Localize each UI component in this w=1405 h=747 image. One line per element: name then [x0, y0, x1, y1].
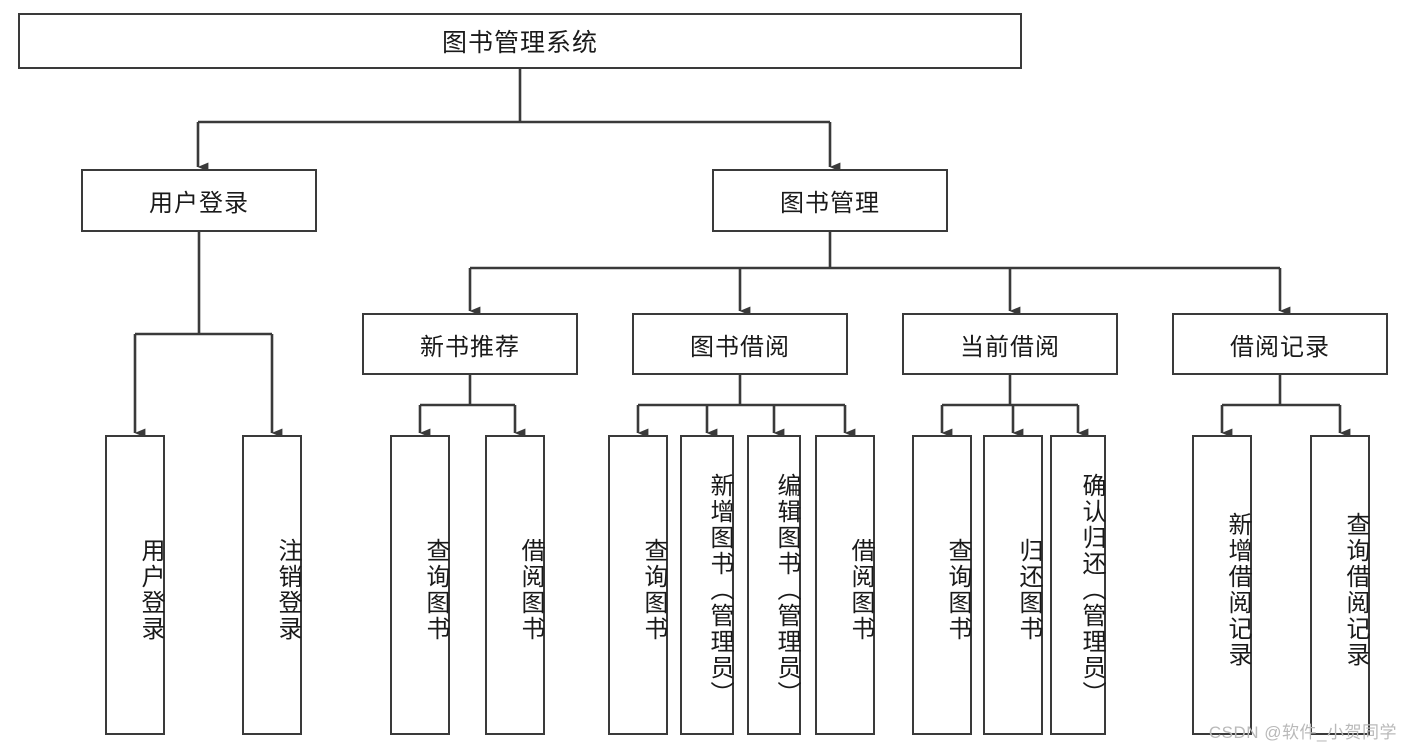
node-leaf-add-record-label: 新增借阅记录 [1224, 512, 1251, 668]
node-leaf-query-book-2-label: 查询图书 [640, 538, 667, 642]
node-leaf-add-book[interactable]: 新增图书（管理员） [680, 435, 734, 735]
node-leaf-confirm-return[interactable]: 确认归还（管理员） [1050, 435, 1106, 735]
node-leaf-query-record-label: 查询借阅记录 [1342, 512, 1369, 668]
node-borrow-record-label: 借阅记录 [1230, 333, 1330, 361]
node-root[interactable]: 图书管理系统 [18, 13, 1022, 69]
node-book-borrow-label: 图书借阅 [690, 333, 790, 361]
node-leaf-user-logout[interactable]: 注销登录 [242, 435, 302, 735]
node-leaf-user-login-label: 用户登录 [137, 538, 164, 642]
node-leaf-query-book-1[interactable]: 查询图书 [390, 435, 450, 735]
node-leaf-add-record[interactable]: 新增借阅记录 [1192, 435, 1252, 735]
node-user-login[interactable]: 用户登录 [81, 169, 317, 232]
node-leaf-query-record[interactable]: 查询借阅记录 [1310, 435, 1370, 735]
node-book-borrow[interactable]: 图书借阅 [632, 313, 848, 375]
node-leaf-confirm-return-label: 确认归还（管理员） [1078, 473, 1105, 707]
node-new-book-recommend-label: 新书推荐 [420, 333, 520, 361]
node-leaf-user-login[interactable]: 用户登录 [105, 435, 165, 735]
node-current-borrow[interactable]: 当前借阅 [902, 313, 1118, 375]
node-leaf-query-book-2[interactable]: 查询图书 [608, 435, 668, 735]
node-new-book-recommend[interactable]: 新书推荐 [362, 313, 578, 375]
node-current-borrow-label: 当前借阅 [960, 333, 1060, 361]
watermark: CSDN @软件_小贺同学 [1208, 723, 1397, 742]
node-leaf-query-book-3[interactable]: 查询图书 [912, 435, 972, 735]
node-leaf-edit-book-label: 编辑图书（管理员） [773, 473, 800, 707]
node-leaf-borrow-book-1[interactable]: 借阅图书 [485, 435, 545, 735]
node-borrow-record[interactable]: 借阅记录 [1172, 313, 1388, 375]
node-root-label: 图书管理系统 [441, 29, 598, 57]
node-leaf-borrow-book-1-label: 借阅图书 [517, 538, 544, 642]
node-leaf-query-book-1-label: 查询图书 [422, 538, 449, 642]
node-user-login-label: 用户登录 [149, 190, 249, 217]
node-book-manage-label: 图书管理 [780, 190, 880, 217]
node-leaf-return-book-label: 归还图书 [1015, 538, 1042, 642]
node-leaf-query-book-3-label: 查询图书 [944, 538, 971, 642]
node-book-manage[interactable]: 图书管理 [712, 169, 948, 232]
node-leaf-return-book[interactable]: 归还图书 [983, 435, 1043, 735]
node-leaf-borrow-book-2-label: 借阅图书 [847, 538, 874, 642]
node-leaf-borrow-book-2[interactable]: 借阅图书 [815, 435, 875, 735]
node-leaf-add-book-label: 新增图书（管理员） [706, 473, 733, 707]
node-leaf-edit-book[interactable]: 编辑图书（管理员） [747, 435, 801, 735]
node-leaf-user-logout-label: 注销登录 [274, 538, 301, 642]
